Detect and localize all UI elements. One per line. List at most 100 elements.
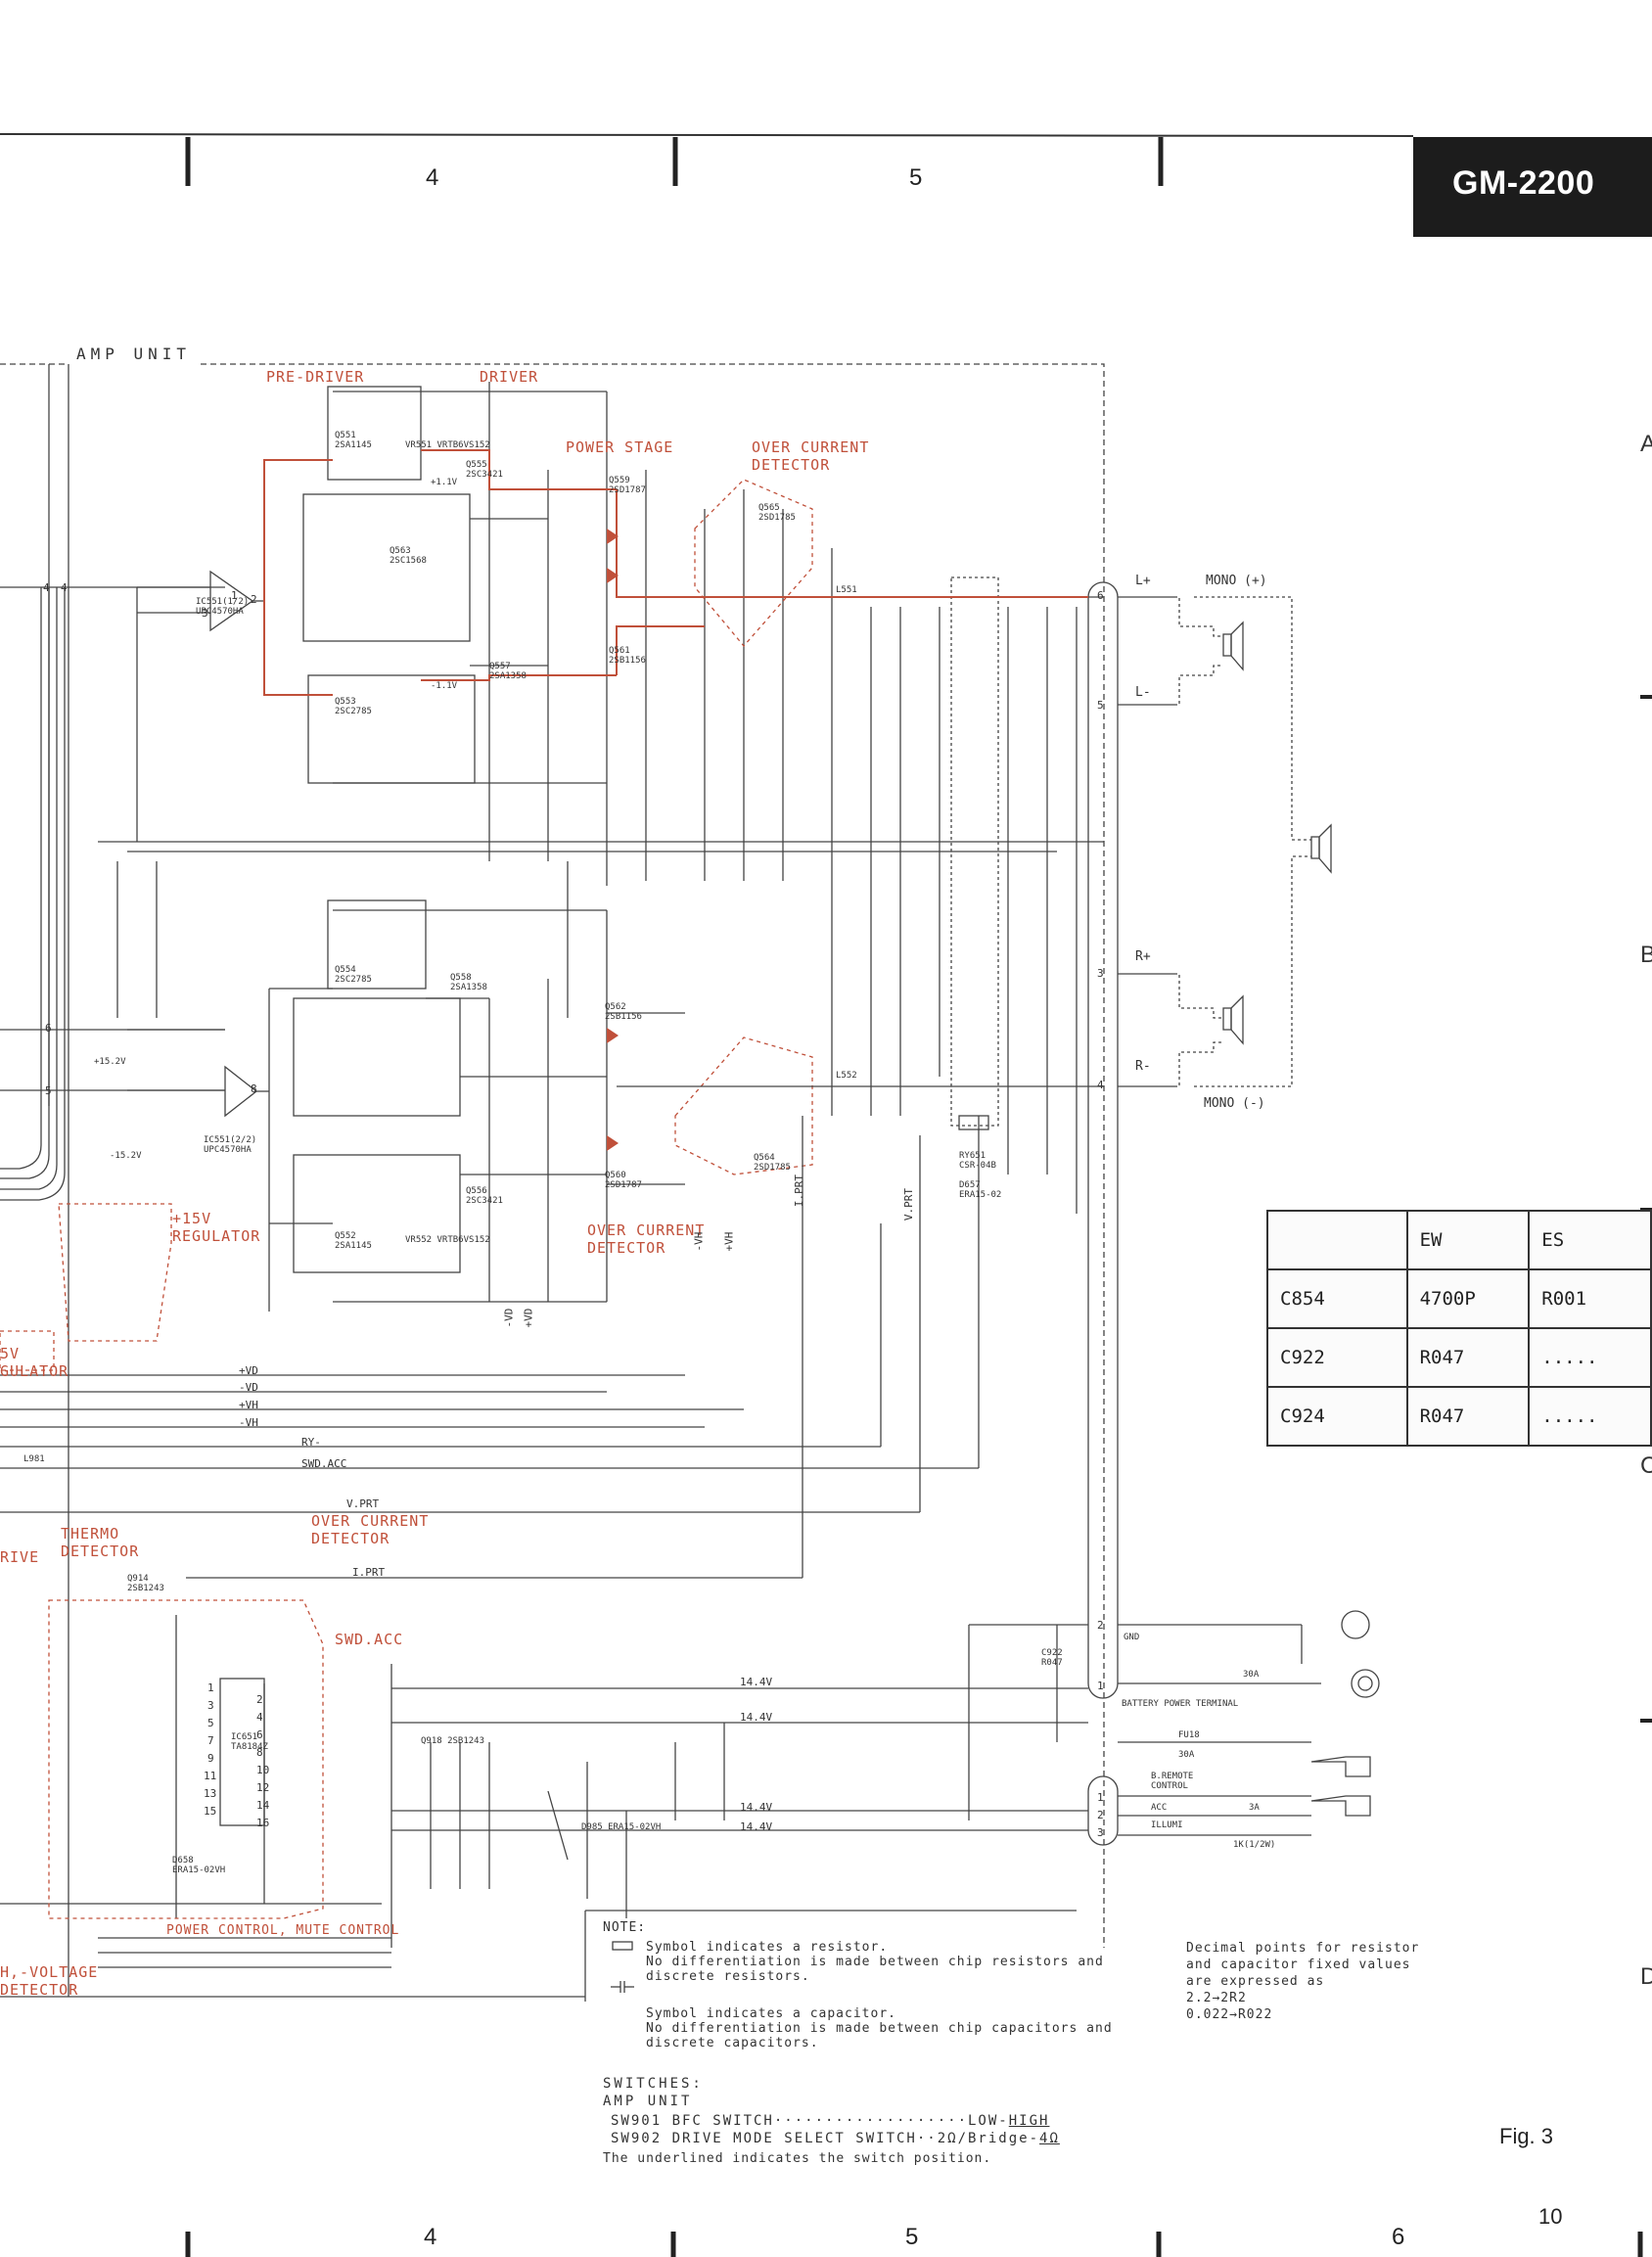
- q551-label: Q551 2SA1145: [335, 431, 372, 450]
- table-row: EW ES: [1266, 1210, 1652, 1270]
- column-number: 6: [1392, 2224, 1405, 2250]
- capacitor-symbol-icon: [611, 1981, 634, 1993]
- illumi-label: ILLUMI: [1151, 1820, 1183, 1830]
- illumi-resistor-label: 1K(1/2W): [1233, 1840, 1276, 1850]
- rail-label: RY-: [301, 1436, 321, 1449]
- opamp-pin: 8: [251, 1082, 257, 1095]
- table-cell: .....: [1528, 1386, 1652, 1447]
- ic651-pin: 8: [256, 1746, 263, 1759]
- page-number: 10: [1538, 2204, 1563, 2229]
- table-cell: ES: [1528, 1210, 1652, 1270]
- ic551-bottom-label: IC551(2/2) UPC4570HA: [204, 1135, 257, 1155]
- table-cell: R001: [1528, 1268, 1652, 1329]
- rail-label: +VD: [239, 1364, 258, 1377]
- opamp-pin: 1: [231, 589, 238, 602]
- c922-label: C922 R047: [1041, 1648, 1063, 1668]
- q565-label: Q565 2SD1785: [758, 503, 796, 523]
- bremote-label: B.REMOTE CONTROL: [1151, 1772, 1194, 1791]
- l-neg-label: L-: [1135, 685, 1151, 700]
- table-row: C854 4700P R001: [1266, 1268, 1652, 1329]
- q562-label: Q562 2SB1156: [605, 1002, 642, 1022]
- ic651-pin: 4: [256, 1711, 263, 1724]
- table-cell: 4700P: [1405, 1268, 1531, 1329]
- row-letter: D: [1640, 1963, 1652, 1990]
- vertical-rail-label: -VH: [692, 1231, 706, 1252]
- l-pos-label: L+: [1135, 574, 1151, 588]
- opamp-pin: 4: [61, 581, 68, 594]
- resistor-symbol-icon: [612, 1941, 633, 1951]
- connector-pin: 3: [1097, 1826, 1104, 1839]
- figure-label: Fig. 3: [1499, 2124, 1554, 2148]
- q556-label: Q556 2SC3421: [466, 1186, 503, 1206]
- vertical-rail-label: +VH: [722, 1231, 736, 1252]
- table-cell: [1266, 1210, 1408, 1270]
- sw902-text: SW902 DRIVE MODE SELECT SWITCH··2Ω/Bridg…: [611, 2131, 1040, 2146]
- table-cell: C922: [1266, 1327, 1408, 1388]
- q918-label: Q918 2SB1243: [421, 1736, 485, 1746]
- connector-pin: 1: [1097, 1680, 1104, 1692]
- over-current-detector-top: OVER CURRENT DETECTOR: [752, 438, 870, 474]
- table-row: C924 R047 .....: [1266, 1386, 1652, 1447]
- driver-label: DRIVER: [480, 368, 539, 386]
- mono-neg-label: MONO (-): [1204, 1096, 1265, 1111]
- acc-label: ACC: [1151, 1803, 1168, 1813]
- ic651-pin: 3: [207, 1699, 214, 1712]
- rail-label: -VD: [239, 1381, 258, 1394]
- sw901-line: SW901 BFC SWITCH···················LOW-H…: [611, 2114, 1049, 2129]
- vr551-label: VR551 VRTB6VS152: [405, 440, 490, 450]
- underline-note: The underlined indicates the switch posi…: [603, 2151, 992, 2166]
- table-row: C922 R047 .....: [1266, 1327, 1652, 1388]
- ic651-label: IC651 TA8184Z: [231, 1732, 268, 1752]
- r-neg-label: R-: [1135, 1059, 1151, 1074]
- q555-label: Q555 2SC3421: [466, 460, 503, 480]
- table-cell: .....: [1528, 1327, 1652, 1388]
- supply-label: 14.4V: [740, 1711, 773, 1724]
- l981-label: L981: [23, 1454, 45, 1464]
- pre-driver-label: PRE-DRIVER: [266, 368, 365, 386]
- vertical-rail-label: -VD: [502, 1308, 516, 1328]
- acc-fuse-label: 3A: [1249, 1803, 1260, 1813]
- ic651-pin: 9: [207, 1752, 214, 1765]
- note-capacitor: Symbol indicates a capacitor. No differe…: [646, 2006, 1113, 2050]
- column-number: 5: [909, 164, 923, 191]
- regulator-label: +15V REGULATOR: [172, 1210, 261, 1245]
- connector-pin: 2: [1097, 1809, 1104, 1821]
- component-value-table: EW ES C854 4700P R001 C922 R047 ..... C9…: [1266, 1210, 1652, 1447]
- ic651-pin: 13: [204, 1787, 217, 1800]
- ic651-pin: 7: [207, 1734, 214, 1747]
- row-letter: B: [1640, 942, 1652, 968]
- amp-unit-label: AMP UNIT: [76, 345, 192, 363]
- note-decimal: Decimal points for resistor and capacito…: [1186, 1941, 1420, 2022]
- sw902-line: SW902 DRIVE MODE SELECT SWITCH··2Ω/Bridg…: [611, 2132, 1060, 2146]
- gnd-label: GND: [1124, 1633, 1140, 1642]
- switches-title: SWITCHES:: [603, 2076, 704, 2092]
- rail-label: +VH: [239, 1399, 258, 1411]
- table-cell: R047: [1405, 1327, 1531, 1388]
- fuse-label: FU18: [1178, 1730, 1200, 1740]
- connector-pin: 2: [1097, 1619, 1104, 1632]
- rail-label: SWD.ACC: [301, 1457, 347, 1470]
- pos15-label: +15.2V: [94, 1057, 126, 1067]
- row-letter: A: [1640, 431, 1652, 457]
- vd-pos-label: +1.1V: [431, 478, 458, 487]
- vd-neg-label: -1.1V: [431, 681, 458, 691]
- note-title: NOTE:: [603, 1920, 647, 1935]
- opamp-pin: 5: [45, 1084, 52, 1097]
- opamp-pin: 2: [251, 593, 257, 606]
- supply-label: 14.4V: [740, 1820, 773, 1833]
- over-current-detector-mid: OVER CURRENT DETECTOR: [587, 1221, 706, 1257]
- table-cell: EW: [1405, 1210, 1531, 1270]
- ry651-label: RY651 CSR-04B: [959, 1151, 996, 1171]
- table-cell: C924: [1266, 1386, 1408, 1447]
- q561-label: Q561 2SB1156: [609, 646, 646, 666]
- supply-label: 14.4V: [740, 1801, 773, 1814]
- ic651-pin: 12: [256, 1781, 270, 1794]
- column-number: 4: [424, 2224, 437, 2250]
- power-stage-label: POWER STAGE: [566, 438, 674, 456]
- rail-label: I.PRT: [352, 1566, 386, 1579]
- q563-label: Q563 2SC1568: [390, 546, 427, 566]
- d985-label: D985 ERA15-02VH: [581, 1822, 662, 1832]
- d657-label: D657 ERA15-02: [959, 1180, 1002, 1200]
- table-cell: R047: [1405, 1386, 1531, 1447]
